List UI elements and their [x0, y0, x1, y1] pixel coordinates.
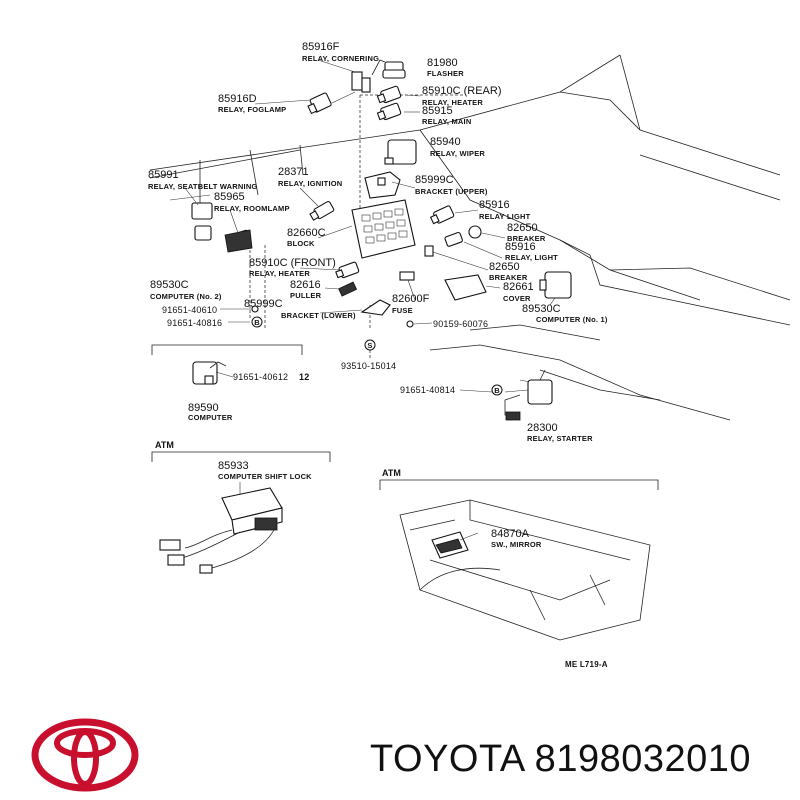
label-89530c-1-desc: COMPUTER (No. 1)	[536, 315, 608, 324]
bolt-91651-40814: 91651-40814	[400, 385, 455, 395]
bolt-labels: 91651-40610 91651-40816 90159-60076 9351…	[162, 305, 488, 395]
label-85910c-rear-desc: RELAY, HEATER	[422, 98, 483, 107]
leader-lines	[184, 59, 556, 541]
bolt-marker-b2	[491, 384, 503, 396]
label-85916-light2-desc: RELAY, LIGHT	[505, 253, 558, 262]
label-85916f-desc: RELAY, CORNERING	[302, 54, 379, 63]
label-82650b-desc: BREAKER	[489, 273, 528, 282]
label-85916d-desc: RELAY, FOGLAMP	[218, 105, 286, 114]
label-82660c-pn: 82660C	[287, 227, 326, 239]
label-82600f-pn: 82600F	[392, 293, 430, 305]
label-85991-desc: RELAY, SEATBELT WARNING	[148, 182, 257, 191]
section-atm-right: ATM	[382, 468, 401, 478]
label-81980-desc: FLASHER	[427, 69, 464, 78]
label-85940-desc: RELAY, WIPER	[430, 149, 485, 158]
label-89590-pn: 89590	[188, 402, 219, 414]
label-84870a-pn: 84870A	[491, 528, 530, 540]
label-89530c-2-pn: 89530C	[150, 279, 189, 291]
label-85991-pn: 85991	[148, 169, 179, 181]
fastener-markers: B S B	[251, 316, 503, 396]
label-85916f-pn: 85916F	[302, 41, 340, 53]
bolt-count-12: 12	[299, 372, 309, 382]
label-89530c-2-desc: COMPUTER (No. 2)	[150, 292, 222, 301]
part-labels: 85916F RELAY, CORNERING 81980 FLASHER 85…	[148, 41, 608, 549]
label-85916d-pn: 85916D	[218, 93, 257, 105]
label-85910c-front-pn: 85910C (FRONT)	[249, 257, 336, 269]
label-82650a-pn: 82650	[507, 222, 538, 234]
label-85915-pn: 85915	[422, 105, 453, 117]
bolt-93510-15014: 93510-15014	[341, 361, 396, 371]
bolt-91651-40816: 91651-40816	[167, 318, 222, 328]
label-82616-pn: 82616	[290, 279, 321, 291]
section-headers: ATM ATM ME L719-A	[155, 440, 608, 669]
bolt-marker-b1	[251, 316, 263, 328]
label-81980-pn: 81980	[427, 57, 458, 69]
bolt-91651-40612: 91651-40612	[233, 372, 288, 382]
label-85910c-rear-pn: 85910C (REAR)	[422, 85, 501, 97]
dashboard-outline	[149, 54, 791, 421]
label-82661-pn: 82661	[503, 281, 534, 293]
label-85940-pn: 85940	[430, 136, 461, 148]
label-82600f-desc: FUSE	[392, 306, 413, 315]
bolt-marker-b1-letter: B	[254, 318, 260, 327]
label-28371-desc: RELAY, IGNITION	[278, 179, 342, 188]
bolt-marker-b2-letter: B	[494, 386, 500, 395]
label-82661-desc: COVER	[503, 294, 531, 303]
label-28300-desc: RELAY, STARTER	[527, 434, 593, 443]
parts-diagram: B S B 85916F RELAY, CORNERING 81980 FLAS…	[148, 41, 791, 669]
label-85933-desc: COMPUTER SHIFT LOCK	[218, 472, 312, 481]
label-85915-desc: RELAY, MAIN	[422, 117, 471, 126]
section-brackets	[151, 344, 659, 490]
label-85910c-front-desc: RELAY, HEATER	[249, 269, 310, 278]
label-85999c-lower-pn: 85999C	[244, 298, 283, 310]
brand-part-number: TOYOTA 8198032010	[370, 738, 752, 780]
label-82650a-desc: BREAKER	[507, 234, 546, 243]
label-84870a-desc: SW., MIRROR	[491, 540, 542, 549]
part-drawings	[159, 59, 651, 641]
label-82650b-pn: 82650	[489, 261, 520, 273]
label-85965-desc: RELAY, ROOMLAMP	[214, 204, 290, 213]
label-85965-pn: 85965	[214, 191, 245, 203]
label-85999c-lower-desc: BRACKET (LOWER)	[281, 311, 356, 320]
label-85933-pn: 85933	[218, 460, 249, 472]
label-89590-desc: COMPUTER	[188, 413, 233, 422]
bolt-90159-60076: 90159-60076	[433, 319, 488, 329]
label-89530c-1-pn: 89530C	[522, 303, 561, 315]
label-82660c-desc: BLOCK	[287, 239, 315, 248]
toyota-logo-icon	[31, 718, 139, 792]
label-82616-desc: PULLER	[290, 291, 322, 300]
screw-marker-s-letter: S	[367, 341, 372, 350]
label-85916-light-pn: 85916	[479, 199, 510, 211]
block-cells	[361, 208, 408, 244]
screw-marker-s	[364, 339, 376, 351]
label-85916-light2-pn: 85916	[505, 241, 536, 253]
label-85999c-upper-pn: 85999C	[415, 174, 454, 186]
label-28300-pn: 28300	[527, 422, 558, 434]
label-85999c-upper-desc: BRACKET (UPPER)	[415, 187, 488, 196]
figure-code: ME L719-A	[565, 660, 608, 669]
section-atm-left: ATM	[155, 440, 174, 450]
label-85916-light-desc: RELAY LIGHT	[479, 212, 531, 221]
bolt-91651-40610: 91651-40610	[162, 305, 217, 315]
label-28371-pn: 28371	[278, 166, 309, 178]
